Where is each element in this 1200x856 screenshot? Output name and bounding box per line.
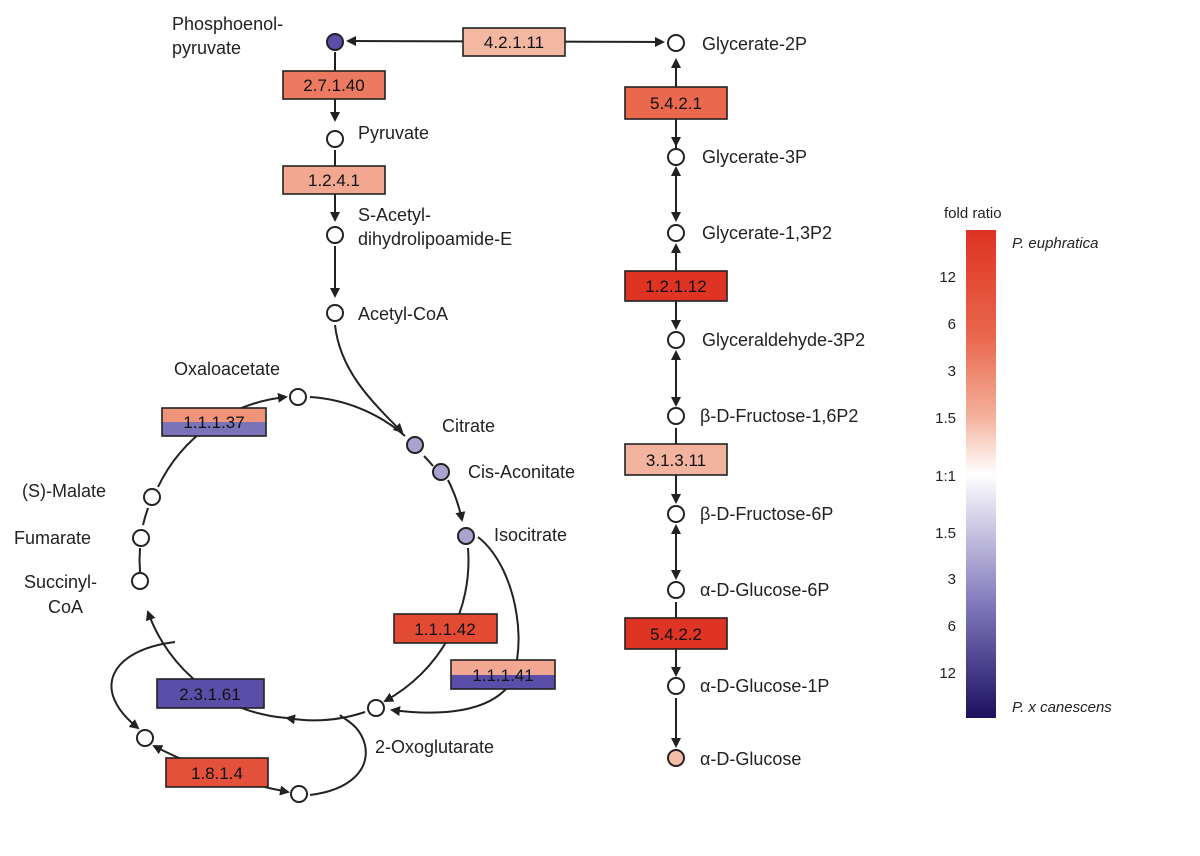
node-fructose-6p <box>667 505 685 523</box>
label-pyruvate: Pyruvate <box>358 123 429 143</box>
svg-text:1.1.1.42: 1.1.1.42 <box>414 620 475 639</box>
node-loop-bottom <box>290 785 308 803</box>
node-citrate <box>406 436 424 454</box>
enzyme-5-4-2-1: 5.4.2.1 <box>624 86 728 120</box>
node-succinyl-coa <box>131 572 149 590</box>
label-acetyllipo-line1: S-Acetyl- <box>358 205 431 225</box>
node-glycerate-13p2 <box>667 224 685 242</box>
label-acetyllipo-line2: dihydrolipoamide-E <box>358 229 512 249</box>
arrow-isocitrate-oxoglutarate-outer <box>390 536 520 716</box>
label-glycerate-13p2: Glycerate-1,3P2 <box>702 223 832 243</box>
label-fructose-6p: β-D-Fructose-6P <box>700 504 833 524</box>
svg-text:1.2.4.1: 1.2.4.1 <box>308 171 360 190</box>
label-glucose-6p: α-D-Glucose-6P <box>700 580 829 600</box>
label-fumarate: Fumarate <box>14 528 91 548</box>
legend-bottom-label: P. x canescens <box>1012 699 1112 716</box>
node-glyceraldehyde-3p2 <box>667 331 685 349</box>
label-glyceraldehyde-3p2: Glyceraldehyde-3P2 <box>702 330 865 350</box>
enzyme-1-8-1-4: 1.8.1.4 <box>165 757 269 788</box>
enzyme-1-1-1-42: 1.1.1.42 <box>393 613 498 644</box>
legend-tick: 3 <box>948 363 956 380</box>
legend-tick: 12 <box>939 269 956 286</box>
enzyme-1-2-1-12: 1.2.1.12 <box>624 270 728 302</box>
enzyme-2-7-1-40: 2.7.1.40 <box>282 70 386 100</box>
enzyme-3-1-3-11: 3.1.3.11 <box>624 443 728 476</box>
legend-tick: 6 <box>948 316 956 333</box>
svg-text:1.1.1.41: 1.1.1.41 <box>472 666 533 685</box>
fold-ratio-legend: fold ratio P. euphratica P. x canescens … <box>935 205 1112 718</box>
label-pep-line2: pyruvate <box>172 38 241 58</box>
enzyme-1-1-1-41: 1.1.1.41 <box>450 659 556 690</box>
arrow-loop-left <box>110 641 176 730</box>
label-fructose-16p2: β-D-Fructose-1,6P2 <box>700 406 858 426</box>
legend-color-bar <box>966 230 996 718</box>
legend-tick: 3 <box>948 571 956 588</box>
label-s-malate: (S)-Malate <box>22 481 106 501</box>
label-cis-aconitate: Cis-Aconitate <box>468 462 575 482</box>
legend-tick: 12 <box>939 665 956 682</box>
legend-tick: 6 <box>948 618 956 635</box>
label-citrate: Citrate <box>442 416 495 436</box>
svg-text:4.2.1.11: 4.2.1.11 <box>484 33 544 52</box>
node-glucose <box>667 749 685 767</box>
svg-text:1.2.1.12: 1.2.1.12 <box>645 277 706 296</box>
label-oxaloacetate: Oxaloacetate <box>174 359 280 379</box>
label-succinylcoa-line2: CoA <box>48 597 83 617</box>
node-cis-aconitate <box>432 463 450 481</box>
legend-tick: 1.5 <box>935 410 956 427</box>
enzyme-1-1-1-37: 1.1.1.37 <box>161 407 267 437</box>
arrow-loop-right <box>309 714 367 796</box>
label-glucose-1p: α-D-Glucose-1P <box>700 676 829 696</box>
arc-fumarate-malate <box>142 507 149 526</box>
label-glucose: α-D-Glucose <box>700 749 801 769</box>
svg-text:2.7.1.40: 2.7.1.40 <box>303 76 364 95</box>
metabolite-labels: Phosphoenol- pyruvate Pyruvate S-Acetyl-… <box>14 14 865 769</box>
node-acetyl-coa <box>326 304 344 322</box>
svg-text:5.4.2.2: 5.4.2.2 <box>650 625 702 644</box>
svg-text:1.8.1.4: 1.8.1.4 <box>191 764 243 783</box>
arc-oxaloacetate-citrate <box>309 396 406 437</box>
label-isocitrate: Isocitrate <box>494 525 567 545</box>
legend-tick-center: 1:1 <box>935 468 956 485</box>
label-succinylcoa-line1: Succinyl- <box>24 572 97 592</box>
enzyme-1-2-4-1: 1.2.4.1 <box>282 165 386 195</box>
legend-tick: 1.5 <box>935 525 956 542</box>
node-fructose-16p2 <box>667 407 685 425</box>
enzyme-boxes: 4.2.1.11 2.7.1.40 1.2.4.1 1.1.1.37 1.1.1… <box>156 27 728 788</box>
label-glycerate-2p: Glycerate-2P <box>702 34 807 54</box>
node-2-oxoglutarate <box>367 699 385 717</box>
arc-oxoglutarate-succinylcoa <box>285 711 366 725</box>
enzyme-5-4-2-2: 5.4.2.2 <box>624 617 728 650</box>
label-pep-line1: Phosphoenol- <box>172 14 283 34</box>
node-glycerate-3p <box>667 148 685 166</box>
node-isocitrate <box>457 527 475 545</box>
node-loop-left <box>136 729 154 747</box>
label-acetyl-coa: Acetyl-CoA <box>358 304 448 324</box>
svg-text:3.1.3.11: 3.1.3.11 <box>646 451 706 470</box>
svg-text:5.4.2.1: 5.4.2.1 <box>650 94 702 113</box>
node-s-acetyl-dihydrolipoamide <box>326 226 344 244</box>
arc-citrate-cisaconitate <box>423 455 434 467</box>
arc-cisaconitate-isocitrate <box>447 479 466 522</box>
node-pyruvate <box>326 130 344 148</box>
enzyme-2-3-1-61: 2.3.1.61 <box>156 678 265 709</box>
arrow-acetylcoa-citrate <box>334 324 404 434</box>
metabolite-nodes <box>131 33 685 803</box>
svg-text:1.1.1.37: 1.1.1.37 <box>183 413 244 432</box>
legend-title: fold ratio <box>944 205 1002 222</box>
node-glucose-1p <box>667 677 685 695</box>
legend-top-label: P. euphratica <box>1012 235 1098 252</box>
svg-text:2.3.1.61: 2.3.1.61 <box>179 685 240 704</box>
node-phosphoenolpyruvate <box>326 33 344 51</box>
node-s-malate <box>143 488 161 506</box>
node-glycerate-2p <box>667 34 685 52</box>
node-oxaloacetate <box>289 388 307 406</box>
label-glycerate-3p: Glycerate-3P <box>702 147 807 167</box>
node-fumarate <box>132 529 150 547</box>
node-glucose-6p <box>667 581 685 599</box>
enzyme-4-2-1-11: 4.2.1.11 <box>462 27 566 57</box>
label-2-oxoglutarate: 2-Oxoglutarate <box>375 737 494 757</box>
